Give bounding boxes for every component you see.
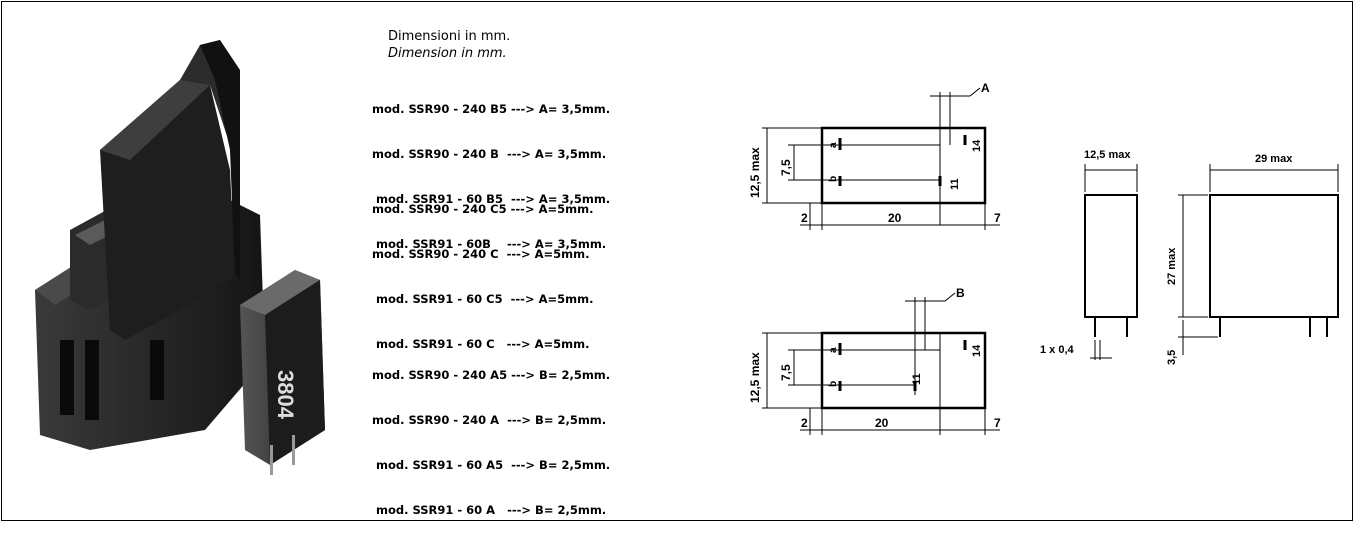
right-offset-label: 7 [994,416,1001,430]
model-group-b: mod. SSR90 - 240 A5 ---> B= 2,5mm. mod. … [372,338,610,533]
pin-14-label: 14 [971,139,983,152]
model-line: mod. SSR90 - 240 C5 ---> A=5mm. [372,202,594,216]
model-group-a5: mod. SSR90 - 240 C5 ---> A=5mm. mod. SSR… [372,172,593,367]
dimension-header: Dimensioni in mm. Dimension in mm. [388,28,510,62]
product-photo: 3804 [35,40,325,475]
pin-14-label: 14 [971,344,983,357]
pitch-label: 7,5 [779,159,793,176]
pin-a-label: a [828,347,839,353]
model-line: mod. SSR91 - 60 B5 ---> A= 3,5mm. [372,192,611,206]
thickness-label: 12,5 max [1084,149,1131,161]
left-offset-label: 2 [801,211,808,225]
width-label: 20 [875,416,889,430]
pin-11-label: 11 [949,178,961,190]
model-line: mod. SSR91 - 60 A ---> B= 2,5mm. [372,503,607,517]
footprint-drawing-b: B 12,5 max 7,5 2 20 7 a b 11 14 [748,286,1001,435]
model-line: mod. SSR91 - 60 C ---> A=5mm. [372,337,590,351]
model-group-a35: mod. SSR90 - 240 B5 ---> A= 3,5mm. mod. … [372,72,610,267]
dim-b-label: B [956,286,965,300]
pin-a-label: a [828,142,839,148]
model-line: mod. SSR90 - 240 C ---> A=5mm. [372,247,590,261]
height-label: 27 max [1166,247,1178,285]
relay-label: 3804 [273,370,298,420]
right-offset-label: 7 [994,211,1001,225]
pin-length-label: 3,5 [1166,350,1178,365]
model-line: mod. SSR90 - 240 A5 ---> B= 2,5mm. [372,368,611,382]
height-label: 12,5 max [748,352,762,403]
pin-size-label: 1 x 0,4 [1040,344,1075,356]
pin-11-label: 11 [911,373,923,385]
header-italian: Dimensioni in mm. [388,29,511,44]
model-line: mod. SSR90 - 240 B5 ---> A= 3,5mm. [372,102,611,116]
dim-a-label: A [981,81,990,95]
width-label: 20 [888,211,902,225]
height-label: 12,5 max [748,147,762,198]
footprint-drawing-a: A 12,5 max 7,5 2 20 7 a b 11 14 [748,81,1001,230]
header-english: Dimension in mm. [388,46,507,61]
pin-b-label: b [828,381,839,387]
left-offset-label: 2 [801,416,808,430]
model-line: mod. SSR91 - 60 A5 ---> B= 2,5mm. [372,458,611,472]
model-line: mod. SSR91 - 60 C5 ---> A=5mm. [372,292,594,306]
model-line: mod. SSR91 - 60B ---> A= 3,5mm. [372,237,607,251]
model-line: mod. SSR90 - 240 A ---> B= 2,5mm. [372,413,607,427]
pitch-label: 7,5 [779,364,793,381]
pin-b-label: b [828,176,839,182]
length-label: 29 max [1255,153,1293,165]
model-line: mod. SSR90 - 240 B ---> A= 3,5mm. [372,147,607,161]
side-views-drawing: 12,5 max 29 max 27 max 1 x 0,4 3,5 [1040,149,1339,365]
